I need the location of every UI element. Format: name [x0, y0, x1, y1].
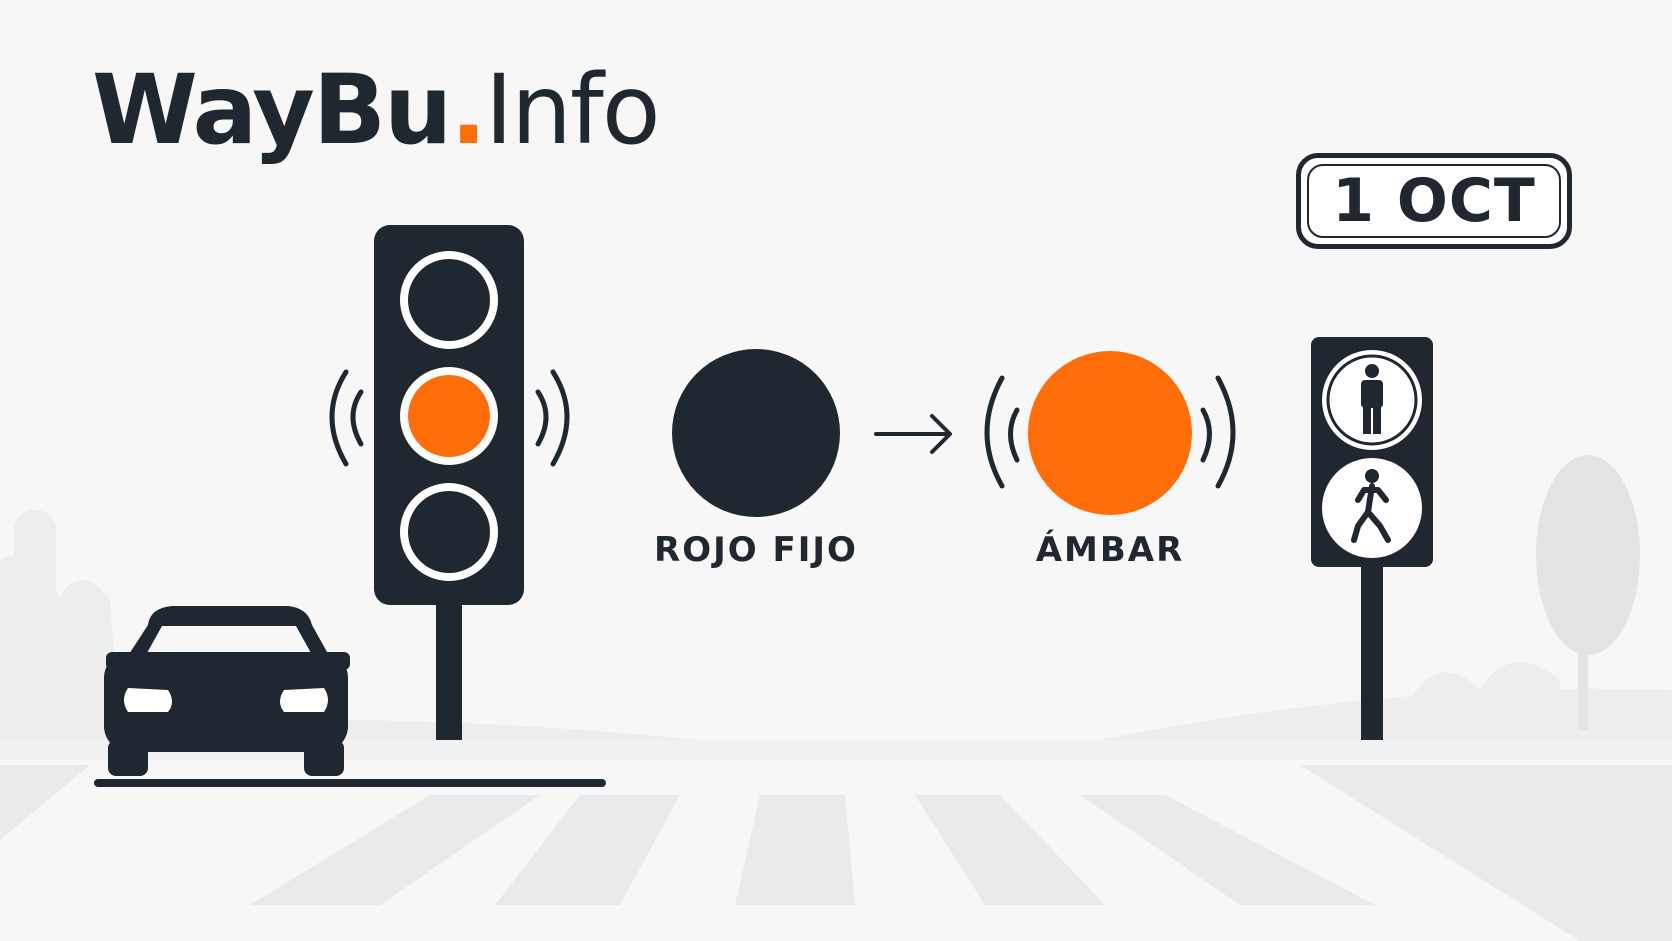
brand-logo: WayBu.Info [92, 62, 661, 158]
arrow-right-icon [874, 414, 952, 454]
amber-light-icon [984, 351, 1236, 515]
brand-part-2: Info [484, 54, 661, 166]
crosswalk [0, 740, 1672, 941]
pedestrian-light-icon [1311, 337, 1433, 740]
date-badge: 1 OCT [1296, 153, 1572, 249]
car-icon [94, 606, 606, 787]
from-state-label: ROJO FIJO [654, 530, 858, 570]
traffic-light-icon [374, 225, 524, 740]
to-state-label: ÁMBAR [1035, 530, 1185, 570]
tree-icon [1536, 455, 1640, 730]
brand-part-1: WayBu [92, 54, 452, 166]
date-badge-text: 1 OCT [1332, 166, 1536, 236]
rojo-fijo-light-icon [672, 349, 840, 517]
blink-waves-icon [329, 369, 570, 467]
brand-dot: . [450, 54, 486, 166]
